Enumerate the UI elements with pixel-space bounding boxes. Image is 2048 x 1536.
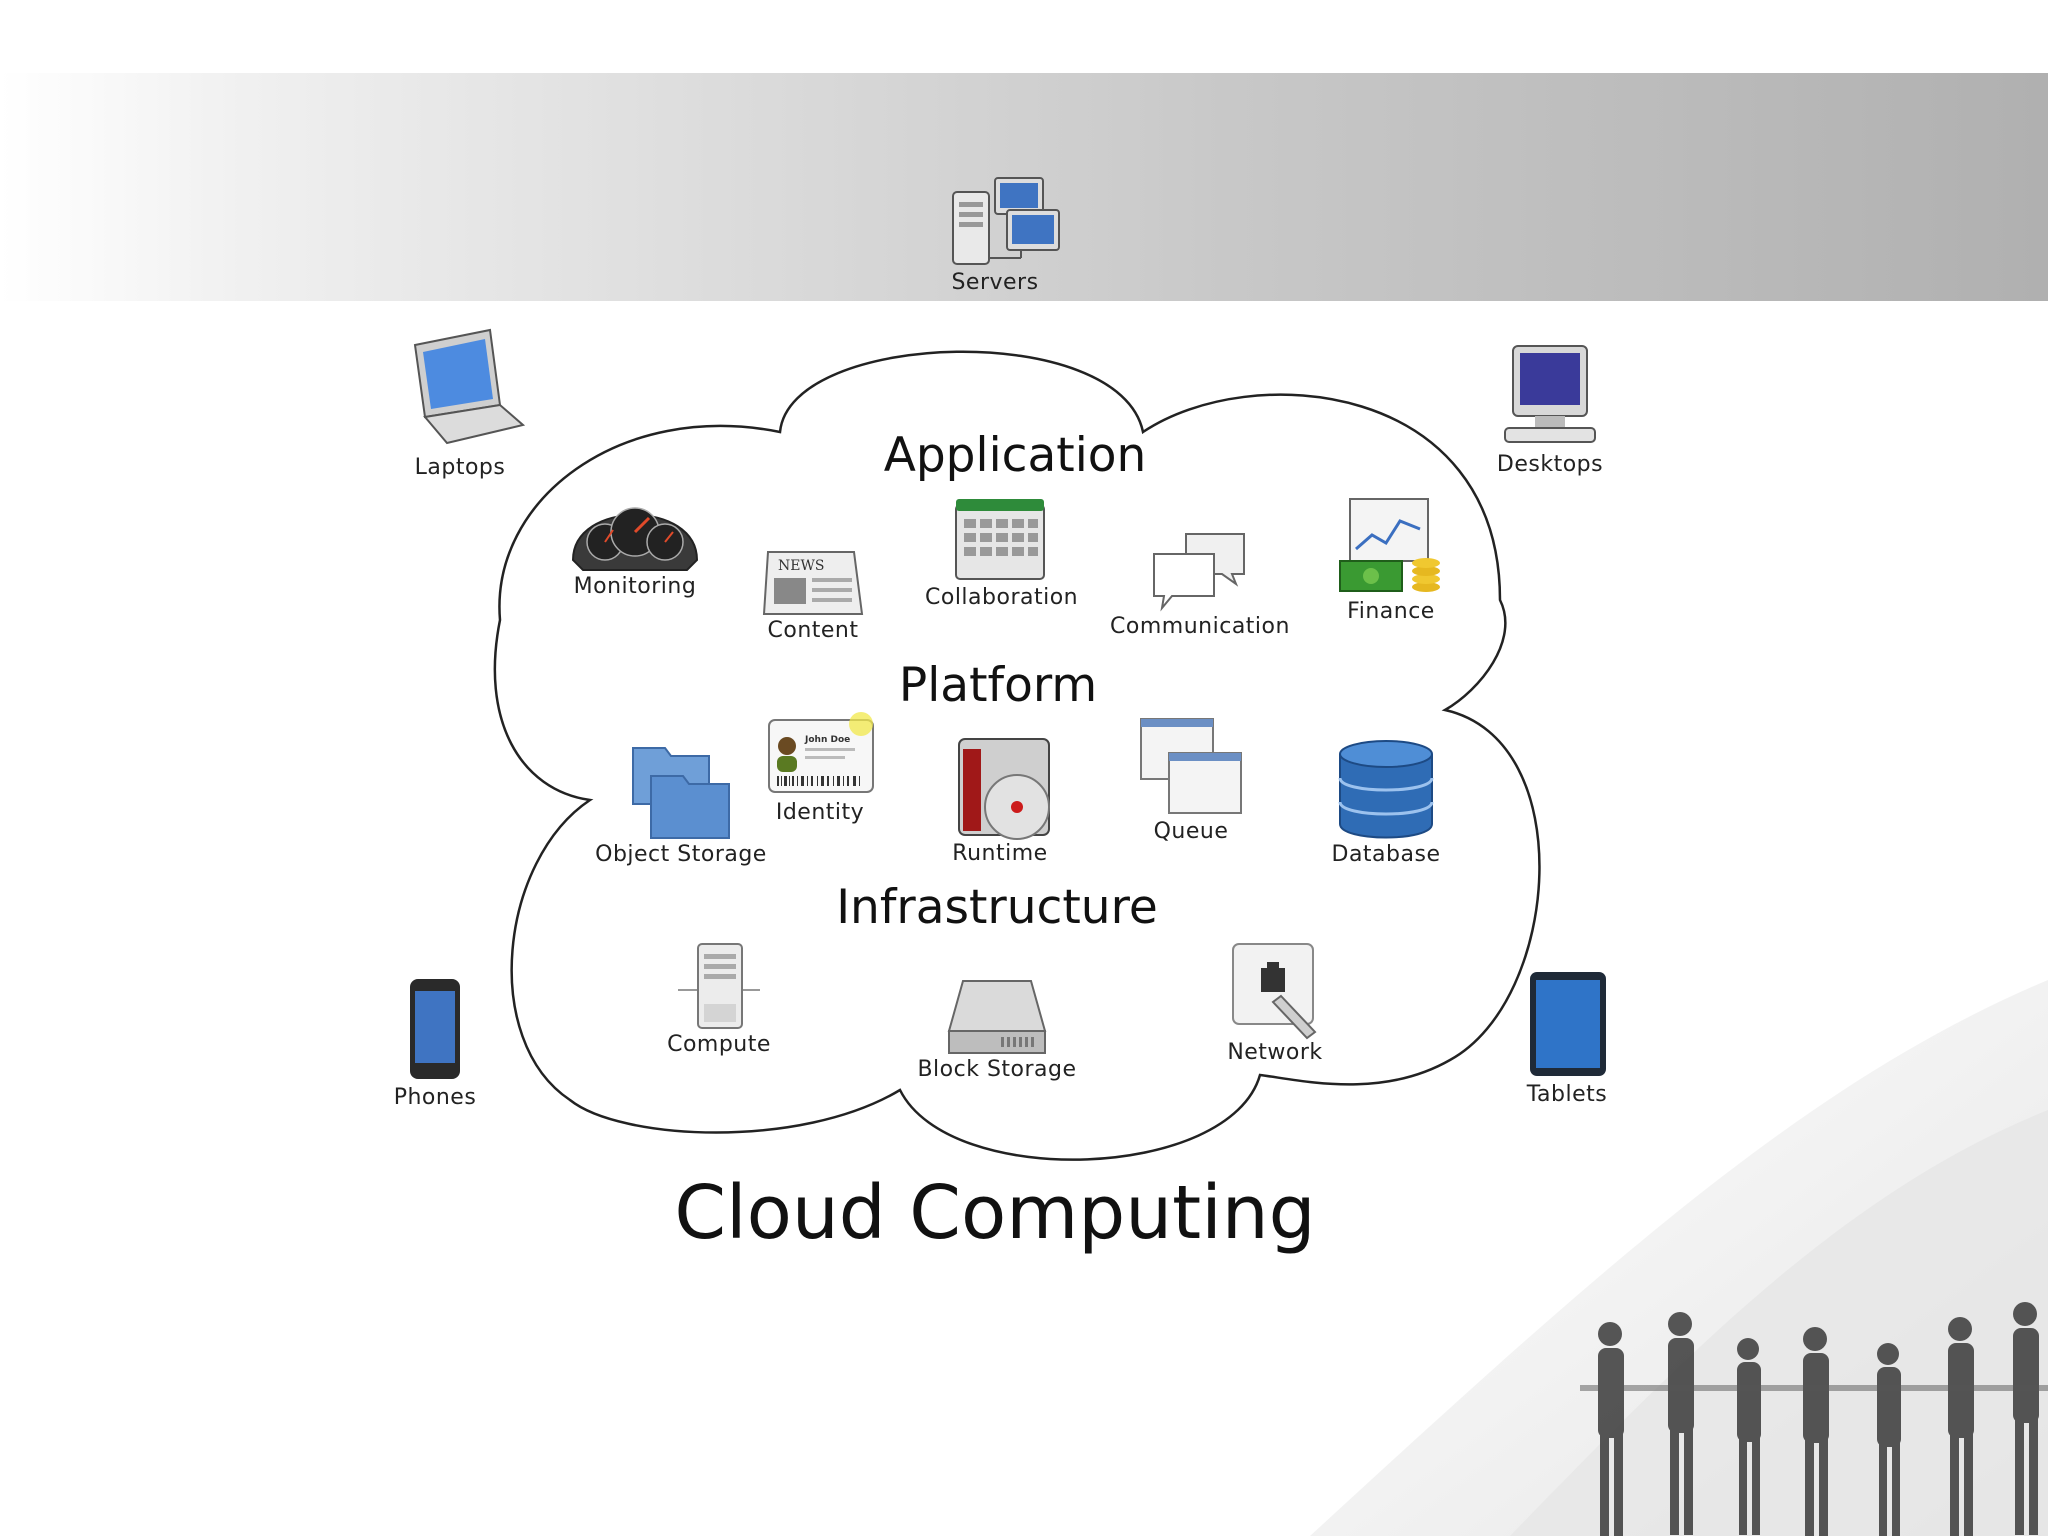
app-communication: Communication (1100, 530, 1300, 639)
client-phones: Phones (360, 975, 510, 1110)
finance-label: Finance (1347, 599, 1435, 624)
communication-label: Communication (1110, 614, 1290, 639)
infra-network: Network (1200, 940, 1350, 1065)
folders-icon (632, 747, 730, 839)
identity-label: Identity (775, 800, 865, 825)
app-monitoring: Monitoring (560, 490, 710, 599)
servers-label: Servers (951, 270, 1039, 295)
calendar-icon (955, 499, 1045, 580)
client-desktops: Desktops (1475, 340, 1625, 477)
stacked-windows-icon (1140, 718, 1242, 814)
finance-chart-money-icon (1339, 498, 1440, 592)
phone-icon (410, 979, 460, 1079)
servers-icon (952, 177, 1060, 265)
queue-label: Queue (1153, 819, 1229, 844)
runtime-disc-icon (958, 738, 1050, 840)
laptop-icon (413, 328, 525, 445)
client-tablets: Tablets (1492, 970, 1642, 1107)
collaboration-label: Collaboration (925, 585, 1079, 610)
diagram-title: Cloud Computing (674, 1170, 1316, 1256)
desktops-label: Desktops (1496, 452, 1604, 477)
app-content: NEWS Content (738, 548, 888, 643)
tablet-icon (1530, 972, 1606, 1076)
platform-heading: Platform (898, 658, 1098, 713)
id-card-icon: John Doe (768, 712, 874, 793)
app-collaboration: Collaboration (925, 495, 1079, 610)
desktop-icon (1504, 345, 1596, 443)
compute-label: Compute (667, 1032, 771, 1057)
people-silhouettes-image (1580, 1302, 2048, 1536)
decorative-swoosh (1310, 980, 2048, 1536)
database-label: Database (1331, 842, 1441, 867)
monitoring-label: Monitoring (573, 574, 697, 599)
platform-database: Database (1311, 738, 1461, 867)
network-label: Network (1227, 1040, 1323, 1065)
laptops-label: Laptops (414, 455, 506, 480)
platform-runtime: Runtime (925, 735, 1075, 866)
client-laptops: Laptops (385, 325, 535, 480)
platform-object-storage: Object Storage (581, 738, 781, 867)
phones-label: Phones (393, 1085, 477, 1110)
svg-text:NEWS: NEWS (778, 558, 824, 574)
block-storage-label: Block Storage (917, 1057, 1077, 1082)
dashboard-gauge-icon (571, 507, 699, 571)
network-plug-icon (1232, 943, 1317, 1040)
server-tower-icon (678, 943, 760, 1029)
hard-drive-icon (947, 980, 1047, 1054)
content-label: Content (767, 618, 859, 643)
chat-bubbles-icon (1153, 533, 1245, 612)
infra-compute: Compute (644, 940, 794, 1057)
client-servers: Servers (900, 170, 1090, 295)
application-heading: Application (883, 428, 1147, 483)
tablets-label: Tablets (1526, 1082, 1608, 1107)
platform-identity: John Doe Identity (745, 712, 895, 825)
object-storage-label: Object Storage (595, 842, 767, 867)
runtime-label: Runtime (952, 841, 1048, 866)
database-icon (1338, 740, 1434, 839)
svg-text:John Doe: John Doe (804, 735, 850, 745)
infra-block-storage: Block Storage (897, 975, 1097, 1082)
app-finance: Finance (1316, 495, 1466, 624)
infrastructure-heading: Infrastructure (836, 880, 1158, 935)
platform-queue: Queue (1116, 713, 1266, 844)
newspaper-icon: NEWS (762, 551, 864, 615)
